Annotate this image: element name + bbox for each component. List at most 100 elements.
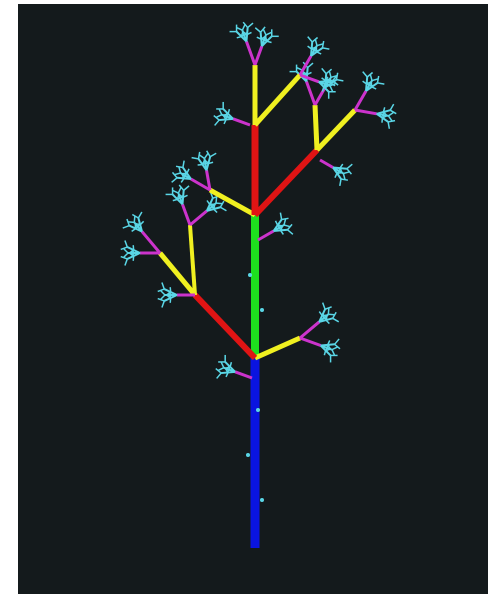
right-yellow-a-twig-b-sprig-c-tip: [329, 71, 331, 77]
right-yellow-a-twig-b-sprig-b-tip: [336, 80, 343, 81]
right-low-twig-b-sprig-c-tick: [326, 348, 327, 352]
right-low-twig-b-sprig-c-tip: [332, 347, 337, 350]
left-yellow-a-twig-a: [142, 232, 160, 253]
left-yellow-b-twig-a-sprig-c-tick: [176, 198, 180, 199]
right-low-twig-b: [300, 338, 321, 346]
right-yellow-a-twig-b-sprig-a-tip: [322, 68, 326, 73]
right-red-twig-sprig-c-tip: [343, 172, 349, 174]
upper-trunk-twig-sprig-b-tip: [288, 230, 293, 234]
left-yellow-b-twig-b-sprig-a-tick: [207, 201, 210, 205]
right-yellow-b-twig-b-sprig-c-tip: [388, 116, 391, 121]
left-yellow-b-twig-a: [182, 204, 190, 225]
left-yellow-a-twig-b-sprig-c-tip: [124, 253, 128, 257]
upper-trunk-bud-0: [260, 308, 264, 312]
central-right-twig-a-sprig-c-tip: [315, 40, 317, 46]
right-low-twig-b-sprig-b-tick: [324, 350, 325, 355]
right-yellow-b-twig-b-sprig-b-tip: [388, 122, 389, 129]
left-yellow-b-twig-a-sprig-b-tip: [184, 186, 189, 190]
right-yellow-b-twig-b-sprig-a-tip: [390, 104, 394, 110]
trunk-twig-sprig-c-tick: [229, 366, 230, 370]
central-top-twig-b-sprig-b-tick: [267, 41, 272, 42]
left-yellow-b-twig-a-sprig-a-tick: [173, 199, 178, 200]
central-top-twig-a-sprig-c-tick: [240, 35, 244, 36]
left-yellow-b-twig-b-sprig-b-tip: [220, 207, 226, 211]
left-yellow-a-twig-a-sprig-a-tick: [132, 229, 136, 232]
upper-trunk-bud-1: [248, 273, 252, 277]
right-yellow-b-twig-b-sprig-c-tip: [388, 112, 393, 115]
right-low-twig-a-sprig-c-tick: [323, 314, 324, 318]
central-top-twig-a-sprig-b-tip: [248, 23, 253, 27]
left-yellow-b-twig-a-sprig-c-tip: [178, 188, 181, 193]
central-right-twig-a-sprig-a-tip: [312, 38, 317, 42]
right-yellow-b-twig-a-sprig-a-tip: [363, 72, 367, 77]
trunk-twig: [235, 372, 252, 378]
central-right-twig-a-sprig-b-tip: [322, 48, 329, 49]
right-yellow-b-twig-a-sprig-b-tick: [372, 87, 376, 89]
left-yellow-a-twig-b-sprig-a-tip: [125, 259, 127, 266]
upper-trunk-twig-sprig-b-tip: [288, 224, 292, 229]
upper-left-twig-a-sprig-a-tip: [173, 172, 177, 177]
right-yellow-a-twig-a-sprig-b-tip: [308, 63, 313, 67]
right-red-branch: [255, 150, 317, 215]
right-red-twig-sprig-b-tip: [340, 179, 341, 186]
left-yellow-b-twig-b-sprig-c-tip: [216, 203, 222, 204]
trunk-bud-2: [256, 408, 260, 412]
upper-trunk-twig-sprig-a-tip: [280, 213, 281, 220]
upper-trunk-twig: [258, 231, 274, 240]
central-right-twig-b-sprig-c-tip: [330, 86, 333, 91]
central-mid-twig-sprig-c-tip: [216, 115, 221, 118]
central-right-yellow: [255, 75, 300, 125]
right-red-twig-sprig-a-tip: [347, 164, 352, 168]
trunk-twig-sprig-a-tip: [217, 373, 221, 378]
upper-trunk-twig-sprig-a-tick: [276, 221, 278, 225]
upper-left-twig-a-sprig-c-tip: [175, 173, 181, 175]
central-mid-twig-sprig-c-tick: [227, 113, 228, 117]
upper-left-twig-b-sprig-a-tip: [192, 158, 199, 159]
left-yellow-b-twig-b-sprig-c-tick: [211, 203, 212, 207]
left-yellow-a-twig-b-sprig-b-tip: [125, 241, 127, 248]
upper-left-twig-a-sprig-a-tip: [172, 178, 177, 182]
right-yellow-a: [315, 105, 317, 150]
left-red-twig-sprig-a-tip: [162, 301, 164, 308]
right-low-twig-a-sprig-a-tip: [323, 303, 325, 310]
central-mid-twig-sprig-a-tip: [215, 120, 219, 125]
left-red-branch: [195, 295, 255, 358]
right-red-twig-sprig-b-tick: [335, 173, 337, 177]
central-top-twig-b-sprig-c-tip: [263, 29, 266, 34]
upper-left-twig-a-sprig-c-tip: [179, 167, 181, 173]
upper-left-twig-b-sprig-c-tip: [200, 155, 205, 158]
left-yellow-b-twig-b-sprig-c-tip: [216, 197, 217, 203]
right-low-twig-a-sprig-b-tip: [333, 318, 339, 322]
left-yellow-a-twig-a-sprig-c-tick: [134, 227, 138, 228]
upper-trunk-twig-sprig-c-tip: [284, 219, 286, 225]
right-yellow-b: [317, 110, 355, 150]
left-yellow-b-twig-b: [190, 211, 207, 225]
left-yellow-b-twig-a-sprig-c-tip: [173, 191, 178, 194]
trunk-twig-sprig-b-tick: [230, 362, 231, 367]
right-yellow-a-twig-b-sprig-a-tip: [326, 69, 331, 73]
right-low-twig-a-sprig-c-tip: [328, 308, 329, 314]
central-right-twig-a-sprig-a-tip: [308, 37, 312, 42]
right-yellow-a-twig-a: [306, 82, 315, 105]
left-red-twig-sprig-b-tip: [162, 283, 164, 290]
tree-branches: [121, 22, 397, 548]
right-yellow-b-twig-a-sprig-b-tip: [377, 83, 384, 84]
right-red-twig-sprig-c-tip: [343, 174, 345, 180]
right-red-twig: [320, 160, 333, 168]
left-yellow-b: [190, 225, 195, 295]
central-mid-twig-sprig-b-tick: [228, 109, 229, 114]
upper-left-twig-a-sprig-b-tip: [183, 161, 184, 168]
right-low-twig-a-sprig-a-tick: [319, 312, 322, 316]
central-right-twig-a-sprig-b-tick: [317, 52, 321, 54]
central-top-twig-b-sprig-c-tick: [264, 40, 268, 41]
central-mid-twig: [233, 119, 250, 125]
left-yellow-a-twig-b-sprig-c-tip: [124, 249, 128, 253]
left-yellow-a-twig-a-sprig-b-tip: [138, 212, 142, 218]
right-low-twig-a: [300, 322, 319, 338]
central-top-twig-b-sprig-c-tip: [266, 32, 271, 35]
central-top-twig-a-sprig-a-tick: [237, 37, 242, 38]
right-low-twig-b-sprig-a-tip: [335, 339, 339, 344]
right-low-twig-a-sprig-c-tip: [328, 314, 334, 315]
central-right-twig-a-sprig-c-tip: [317, 44, 323, 46]
left-yellow-a-twig-a-sprig-a-tip: [123, 226, 130, 228]
